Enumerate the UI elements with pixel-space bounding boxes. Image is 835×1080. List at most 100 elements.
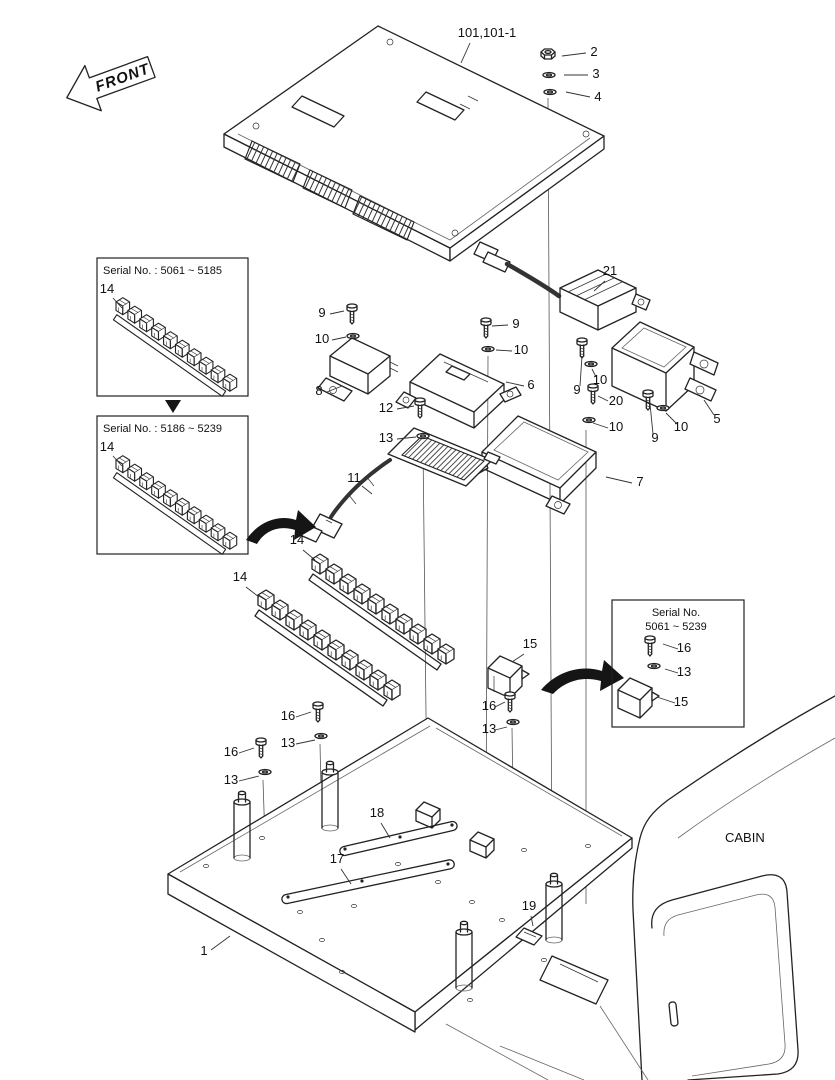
leader-line (605, 476, 633, 484)
serial-box1-title: Serial No. : 5061 ~ 5185 (103, 265, 222, 277)
part-label-9: 9 (651, 430, 658, 445)
part-label-10: 10 (609, 419, 623, 434)
part-label-20: 20 (609, 393, 623, 408)
part-label-18: 18 (370, 805, 384, 820)
leader-line (505, 381, 525, 387)
leader-line (340, 868, 352, 885)
connector-21 (559, 269, 651, 331)
resistor-module (387, 427, 501, 487)
harness-11 (299, 458, 392, 543)
part-label-6: 6 (527, 377, 534, 392)
part-label-3: 3 (592, 66, 599, 81)
washer-10 (481, 345, 495, 353)
fastener-stack-234 (540, 48, 557, 96)
screw-9 (480, 317, 492, 339)
relay-15 (487, 655, 530, 699)
part-label-14: 14 (100, 439, 114, 454)
part-label-12: 12 (379, 400, 393, 415)
part-label-14: 14 (233, 569, 247, 584)
leader-line (295, 711, 312, 718)
screw-16 (255, 737, 267, 759)
screw-20 (587, 383, 599, 405)
serial-box-5061-5239: Serial No. 5061 ~ 5239 (611, 599, 745, 728)
part-label-13: 13 (482, 721, 496, 736)
part-label-14: 14 (290, 532, 304, 547)
leader-line (662, 643, 679, 650)
mounting-plate (167, 717, 633, 1033)
part-label-10: 10 (315, 331, 329, 346)
part-label-5: 5 (713, 411, 720, 426)
leader-line (210, 935, 231, 951)
part-label-4: 4 (594, 89, 601, 104)
leader-line (396, 405, 415, 410)
fuse-strip-14 (113, 298, 236, 397)
nut-2 (540, 48, 556, 60)
pad-19 (515, 927, 543, 946)
leader-line (565, 91, 591, 98)
leader-line (295, 739, 316, 745)
leader-line (649, 403, 654, 435)
part-6-box (395, 353, 522, 429)
leader-line (238, 775, 260, 782)
washer-10 (346, 332, 360, 340)
slot-screw-dots (286, 823, 454, 899)
leader-line (495, 349, 513, 352)
part-label-10: 10 (514, 342, 528, 357)
part-label-15: 15 (674, 694, 688, 709)
washer-13 (416, 432, 430, 440)
leader-line (494, 726, 508, 731)
part-label-7: 7 (636, 474, 643, 489)
washer-13 (314, 732, 328, 740)
leader-line (665, 412, 678, 425)
part-label-1: 1 (200, 943, 207, 958)
cabin-label: CABIN (725, 830, 765, 845)
plate-holes (203, 836, 591, 1002)
leader-line (664, 668, 679, 674)
part-5-box (611, 321, 719, 412)
part-label-13: 13 (677, 664, 691, 679)
controller-cable-connector (473, 241, 562, 299)
screw-16 (312, 701, 324, 723)
part-label-21: 21 (603, 263, 617, 278)
cabin-outline: CABIN (445, 695, 835, 1080)
leader-line (331, 336, 347, 341)
washer-10 (582, 416, 596, 424)
plate-slot-17 (281, 859, 455, 905)
leader-line (591, 368, 597, 378)
front-arrow: FRONT (66, 55, 156, 112)
part-label-13: 13 (281, 735, 295, 750)
washer-13 (647, 662, 661, 670)
part-label-10: 10 (674, 419, 688, 434)
leader-line (656, 696, 676, 704)
part-label-14: 14 (100, 281, 114, 296)
leader-line (380, 822, 391, 839)
leader-line (703, 399, 715, 416)
screw-9 (642, 389, 654, 411)
washer-10 (584, 360, 598, 368)
leader-line (561, 52, 587, 57)
part-label-13: 13 (224, 772, 238, 787)
screw-16 (504, 691, 516, 713)
leader-lines (112, 42, 715, 951)
part-label-16: 16 (281, 708, 295, 723)
serial-box-5186-5239: Serial No. : 5186 ~ 5239 (96, 415, 249, 555)
washer-4 (543, 88, 557, 96)
leader-line (302, 549, 316, 561)
leader-line (592, 422, 609, 429)
leader-line (593, 280, 606, 292)
part-label-15: 15 (523, 636, 537, 651)
washer-13 (258, 768, 272, 776)
leader-line (396, 436, 417, 440)
leader-line (494, 701, 506, 708)
leader-line (597, 395, 609, 402)
leader-line (329, 310, 345, 315)
part-label-16: 16 (224, 744, 238, 759)
screw-9 (346, 303, 358, 325)
washer-13 (506, 718, 520, 726)
relay-15-alt (617, 677, 660, 719)
part-label-16: 16 (677, 640, 691, 655)
serial-box2-title: Serial No. : 5186 ~ 5239 (103, 423, 222, 435)
controller-connectors (244, 140, 415, 241)
fuse-strip-14 (113, 456, 236, 555)
